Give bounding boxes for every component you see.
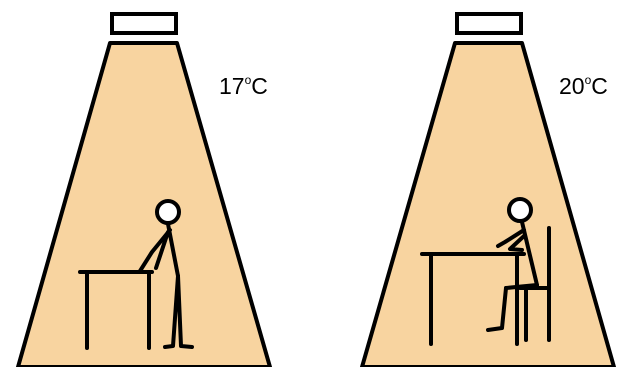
temperature-label-seated: 20oC [559,74,608,98]
temperature-label-standing: 17oC [219,74,268,98]
temperature-value: 17 [219,73,245,99]
ceiling-lamp-icon [112,14,176,33]
panel-seated [362,14,614,367]
temperature-value: 20 [559,73,585,99]
temperature-unit: C [251,73,268,99]
panel-standing [18,14,270,367]
temperature-unit: C [591,73,608,99]
ceiling-lamp-icon [457,14,521,33]
